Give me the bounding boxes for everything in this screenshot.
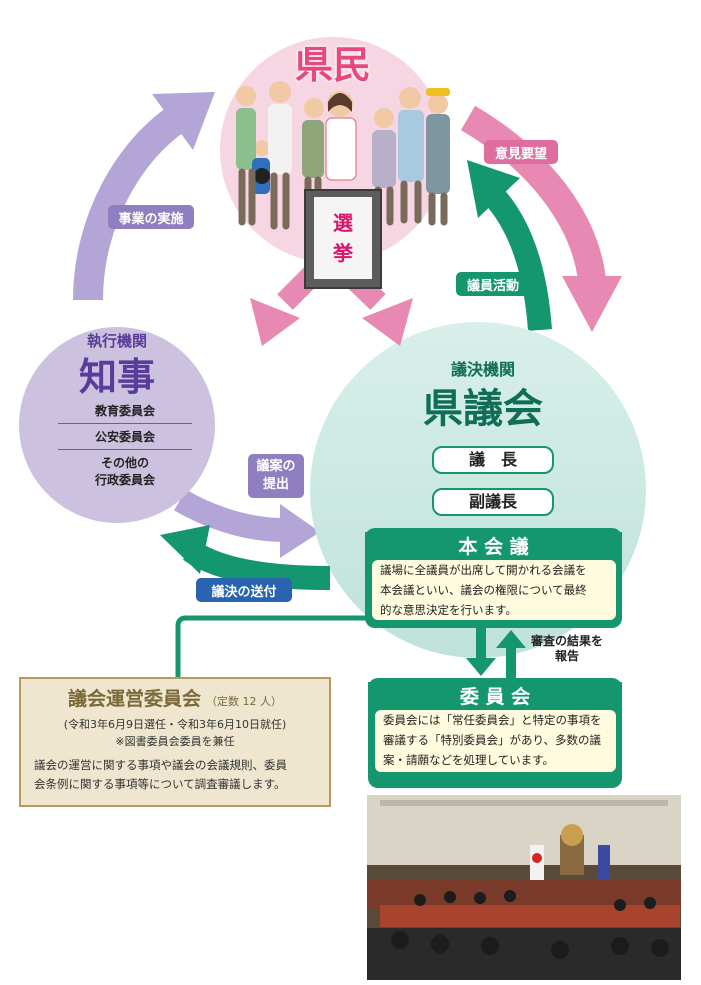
- committee-sonota-2: 行政委員会: [94, 473, 155, 487]
- chiji-committee-list: 教育委員会 公安委員会 その他の 行政委員会: [50, 402, 200, 488]
- iinkai-title: 委 員 会: [368, 682, 622, 709]
- iinkai-line-2: 審議する「特別委員会」があり、多数の議: [383, 733, 602, 747]
- honkaigi-desc: 議場に全議員が出席して開かれる会議を 本会議といい、議会の権限について最終 的な…: [372, 560, 616, 620]
- honkaigi-title: 本 会 議: [365, 532, 622, 559]
- shinsa-hokoku-line-1: 審査の結果を: [530, 634, 603, 648]
- honkaigi-line-2: 本会議といい、議会の権限について最終: [380, 583, 587, 597]
- ballot-char-2: 挙: [333, 241, 353, 265]
- honkaigi-line-3: 的な意思決定を行います。: [380, 603, 517, 617]
- iinkai-line-1: 委員会には「常任委員会」と特定の事項を: [383, 713, 602, 727]
- unei-note: ※図書委員会委員を兼任: [115, 735, 235, 748]
- unei-desc: 議会の運営に関する事項や議会の会議規則、委員 会条例に関する事項等について調査審…: [34, 756, 326, 794]
- committee-sonota-1: その他の: [100, 456, 149, 470]
- ballot-char-1: 選: [333, 211, 353, 235]
- chiji-circle: [19, 327, 215, 523]
- gikai-title: 県議会: [423, 386, 543, 432]
- giketsu-sofu-arrow: [160, 525, 331, 590]
- unei-date: (令和3年6月9日選任・令和3年6月10日就任): [63, 718, 287, 731]
- jigyo-arrow: [73, 92, 215, 301]
- fukugicho-box: 副議長: [432, 488, 554, 516]
- giketsu-sofu-label: 議決の送付: [196, 578, 292, 602]
- unei-header: 議会運営委員会 （定数 12 人）: [24, 684, 326, 711]
- jigyo-label: 事業の実施: [108, 205, 194, 229]
- unei-line-2: 会条例に関する事項等について調査審議します。: [34, 777, 286, 791]
- kenmin-title: 県民: [294, 43, 371, 87]
- chiji-subtitle: 執行機関: [86, 332, 147, 350]
- committee-kyoiku: 教育委員会: [94, 404, 155, 418]
- fukutaku-arrows: [466, 628, 526, 678]
- unei-line-1: 議会の運営に関する事項や議会の会議規則、委員: [34, 758, 287, 772]
- unei-frame: [19, 677, 331, 807]
- gicho-box: 議 長: [432, 446, 554, 474]
- unei-meta: (令和3年6月9日選任・令和3年6月10日就任) ※図書委員会委員を兼任: [24, 716, 326, 750]
- unei-teisu: （定数 12 人）: [206, 695, 283, 708]
- gikai-subtitle: 議決機関: [450, 360, 515, 379]
- ballot-box-label: 選 挙: [326, 208, 360, 268]
- gian-teishutsu-label: 議案の 提出: [248, 454, 304, 498]
- shinsa-hokoku-line-2: 報告: [554, 649, 579, 663]
- iken-label: 意見要望: [484, 140, 558, 164]
- unei-connector: [175, 615, 372, 678]
- iinkai-desc: 委員会には「常任委員会」と特定の事項を 審議する「特別委員会」があり、多数の議 …: [375, 710, 616, 772]
- iinkai-line-3: 案・請願などを処理しています。: [383, 753, 555, 767]
- honkaigi-line-1: 議場に全議員が出席して開かれる会議を: [380, 563, 587, 577]
- citizens-illustration: [236, 81, 450, 230]
- committee-koan: 公安委員会: [94, 430, 155, 444]
- ballot-box: [304, 189, 382, 289]
- iken-arrow: [460, 105, 622, 332]
- giin-katsudo-label: 議員活動: [456, 272, 530, 296]
- unei-title: 議会運営委員会: [67, 688, 201, 710]
- gian-teishutsu-arrow: [174, 489, 320, 558]
- giin-katsudo-arrow: [467, 160, 552, 331]
- assembly-photo: [367, 795, 681, 980]
- shinsa-hokoku-label: 審査の結果を 報告: [522, 634, 612, 664]
- chiji-title: 知事: [78, 355, 155, 399]
- gian-teishutsu-line-1: 議案の: [256, 459, 296, 474]
- gian-teishutsu-line-2: 提出: [262, 477, 289, 492]
